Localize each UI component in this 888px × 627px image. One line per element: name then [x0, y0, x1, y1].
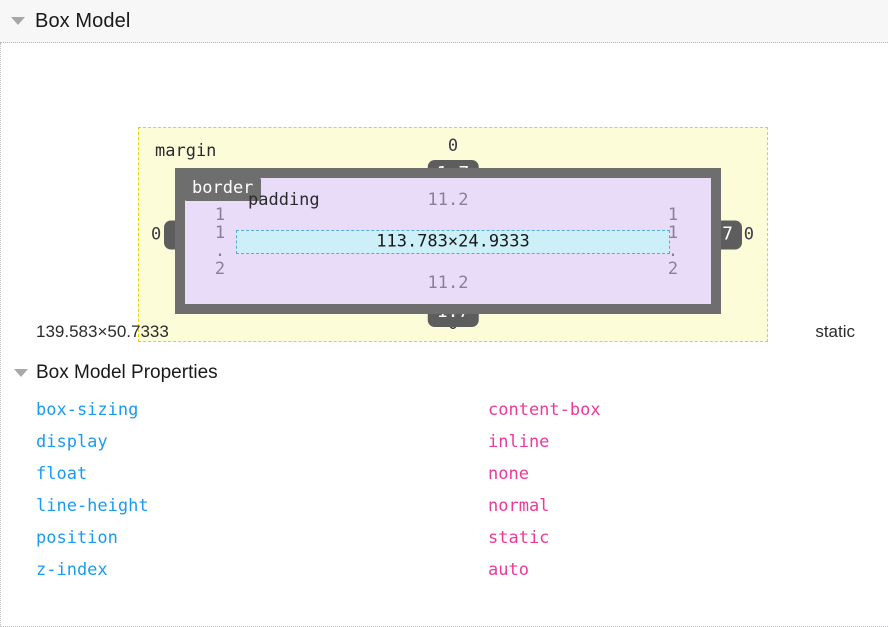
border-region[interactable]: border padding 11.2 11.2 11.2 11.2 113.7… — [175, 168, 721, 314]
padding-right-value[interactable]: 11.2 — [663, 205, 683, 277]
box-model-properties-title: Box Model Properties — [36, 362, 218, 383]
property-value[interactable]: inline — [488, 432, 550, 452]
property-value[interactable]: none — [488, 464, 529, 484]
property-value[interactable]: content-box — [488, 400, 601, 420]
table-row[interactable]: position static — [0, 522, 888, 554]
margin-top-value[interactable]: 0 — [447, 136, 459, 156]
element-position-value: static — [815, 322, 855, 341]
content-size-value[interactable]: 113.783×24.9333 — [376, 231, 530, 252]
margin-left-value[interactable]: 0 — [151, 224, 162, 244]
box-model-summary: 139.583×50.7333 static — [0, 308, 888, 356]
property-name: line-height — [36, 496, 149, 516]
property-name: float — [36, 464, 88, 484]
border-region-label: border — [184, 177, 262, 201]
margin-region[interactable]: margin 0 0 0 0 1.7 1.7 1.7 1.7 border pa… — [138, 127, 768, 342]
padding-region-label: padding — [248, 190, 320, 210]
box-model-properties-header[interactable]: Box Model Properties — [0, 356, 888, 390]
property-name: box-sizing — [36, 400, 139, 420]
table-row[interactable]: box-sizing content-box — [0, 394, 888, 426]
box-model-panel-header[interactable]: Box Model — [0, 0, 888, 43]
property-value[interactable]: auto — [488, 560, 529, 580]
margin-region-label: margin — [155, 141, 217, 161]
margin-right-value[interactable]: 0 — [743, 224, 754, 244]
property-value[interactable]: static — [488, 528, 550, 548]
property-name: display — [36, 432, 108, 452]
padding-top-value[interactable]: 11.2 — [427, 190, 469, 210]
table-row[interactable]: display inline — [0, 426, 888, 458]
box-model-properties-list: box-sizing content-box display inline fl… — [0, 390, 888, 586]
padding-bottom-value[interactable]: 11.2 — [427, 273, 469, 293]
table-row[interactable]: float none — [0, 458, 888, 490]
page-title: Box Model — [35, 9, 131, 32]
property-name: z-index — [36, 560, 108, 580]
left-rail-divider — [0, 43, 2, 627]
table-row[interactable]: z-index auto — [0, 554, 888, 586]
property-value[interactable]: normal — [488, 496, 550, 516]
padding-left-value[interactable]: 11.2 — [210, 205, 230, 277]
triangle-down-icon[interactable] — [11, 17, 25, 25]
element-size-value: 139.583×50.7333 — [36, 322, 169, 341]
triangle-down-icon[interactable] — [14, 369, 28, 377]
box-model-diagram: margin 0 0 0 0 1.7 1.7 1.7 1.7 border pa… — [0, 43, 888, 342]
property-name: position — [36, 528, 118, 548]
table-row[interactable]: line-height normal — [0, 490, 888, 522]
content-region[interactable]: 113.783×24.9333 — [236, 230, 670, 254]
